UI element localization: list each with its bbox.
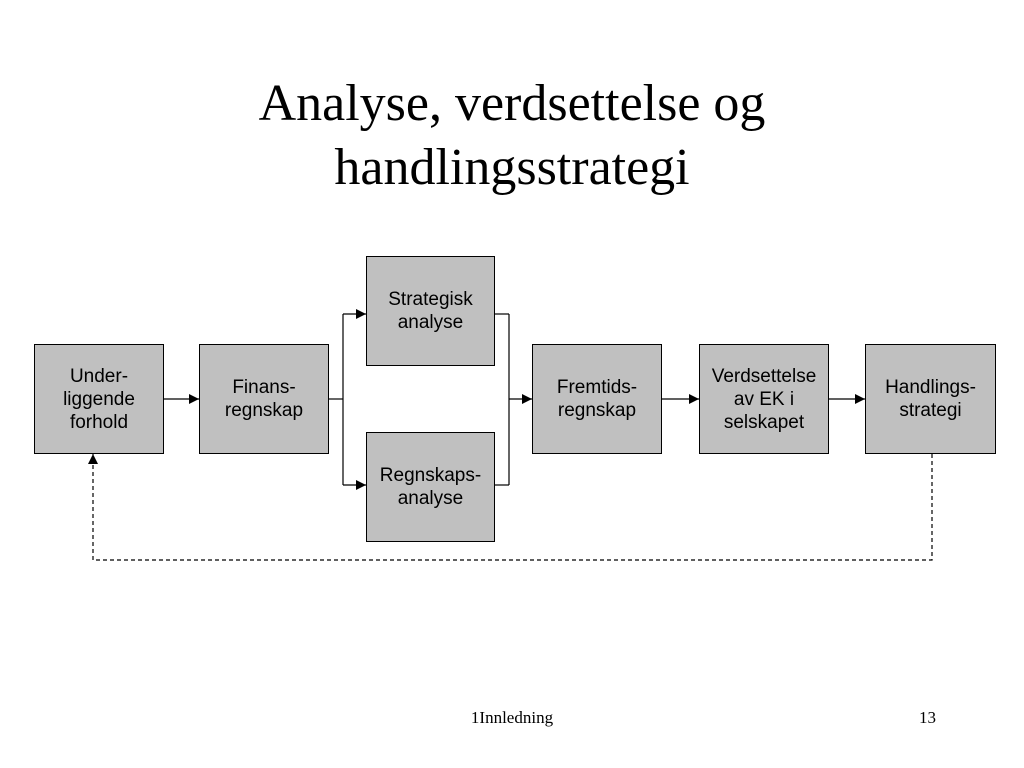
- page-number: 13: [919, 708, 936, 727]
- node-underliggende-line-3: forhold: [69, 411, 129, 433]
- node-finansregnskap-line-2: regnskap: [224, 400, 304, 421]
- node-strategisk-line-2: analyse: [397, 312, 464, 333]
- node-underliggende-forhold: Under- liggende forhold: [34, 344, 164, 454]
- node-regnskapsanalyse-line-2: analyse: [397, 488, 464, 509]
- node-handlingsstrategi-line-1: Handlings-: [885, 377, 976, 398]
- node-underliggende-line-1: Under-: [69, 365, 129, 387]
- slide-title: Analyse, verdsettelse og handlingsstrate…: [0, 72, 1024, 200]
- node-strategisk-line-1: Strategisk: [388, 289, 473, 310]
- node-verdsettelse-line-3: selskapet: [723, 411, 805, 433]
- node-verdsettelse: Verdsettelse av EK i selskapet: [699, 344, 829, 454]
- node-regnskapsanalyse: Regnskaps- analyse: [366, 432, 495, 542]
- node-regnskapsanalyse-line-1: Regnskaps-: [379, 465, 482, 486]
- node-underliggende-line-2: liggende: [63, 388, 135, 410]
- node-strategisk-analyse: Strategisk analyse: [366, 256, 495, 366]
- node-handlingsstrategi-line-2: strategi: [899, 400, 962, 421]
- node-fremtidsregnskap: Fremtids- regnskap: [532, 344, 662, 454]
- footer-label: 1Innledning: [470, 708, 554, 727]
- edge-feedback-dashed: [88, 454, 933, 561]
- node-fremtidsregnskap-line-1: Fremtids-: [556, 377, 638, 398]
- node-fremtidsregnskap-line-2: regnskap: [557, 400, 637, 421]
- node-finansregnskap-line-1: Finans-: [232, 377, 296, 398]
- title-line-2: handlingsstrategi: [334, 139, 690, 196]
- node-verdsettelse-line-2: av EK i: [733, 388, 795, 410]
- title-line-1: Analyse, verdsettelse og: [258, 75, 766, 132]
- node-verdsettelse-line-1: Verdsettelse: [711, 365, 817, 387]
- node-handlingsstrategi: Handlings- strategi: [865, 344, 996, 454]
- node-finansregnskap: Finans- regnskap: [199, 344, 329, 454]
